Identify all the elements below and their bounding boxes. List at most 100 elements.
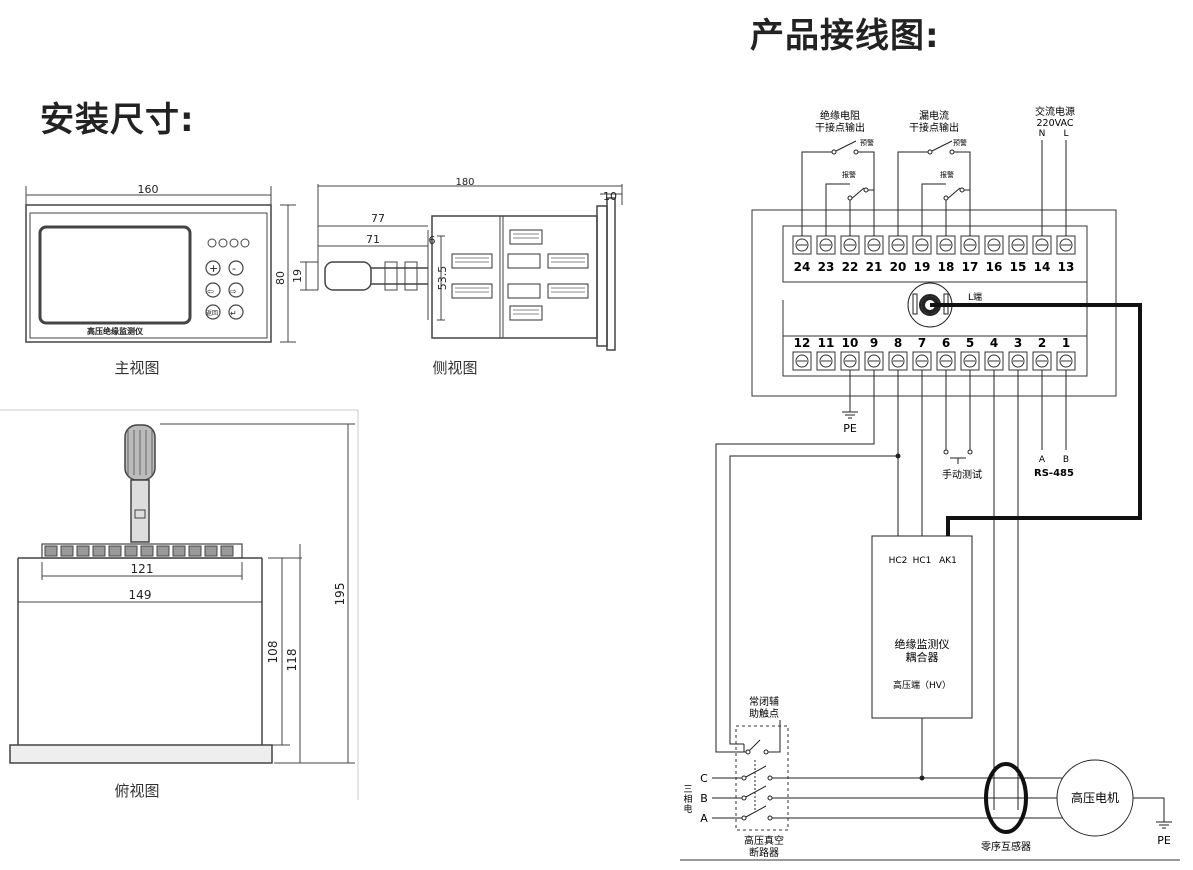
right-key-icon: ⇨ — [230, 287, 237, 296]
top-terminal-blocks — [44, 545, 234, 557]
terminal-19: 19 — [914, 260, 931, 274]
aux-contact-label-1: 常闭辅 — [749, 695, 779, 708]
breaker-contacts — [741, 720, 781, 821]
side-53-dim: 53.5 — [436, 266, 449, 291]
terminal-15: 15 — [1010, 260, 1027, 274]
coupler-pin-ak1: AK1 — [939, 556, 957, 566]
manual-test-label: 手动测试 — [942, 468, 982, 481]
terminal-16: 16 — [986, 260, 1003, 274]
terminal-9: 9 — [870, 336, 878, 350]
coupler-box — [871, 535, 973, 719]
side-71-dim: 71 — [366, 233, 380, 246]
terminal-7: 7 — [918, 336, 926, 350]
pe-ground-1 — [842, 370, 858, 419]
plus-key-icon: + — [209, 262, 218, 275]
three-phase-label-3: 电 — [683, 803, 692, 815]
top-118-dim: 118 — [285, 649, 299, 672]
top-149-dim: 149 — [129, 588, 152, 602]
terminal-22: 22 — [842, 260, 859, 274]
side-10-dim: 10 — [603, 190, 617, 203]
terminal-10: 10 — [842, 336, 859, 350]
side-19-dim: 19 — [291, 269, 304, 283]
wiring-frame — [680, 209, 1180, 861]
wiring-diagram-heading: 产品接线图: — [750, 16, 940, 56]
top-view — [0, 409, 359, 800]
side-top-dim: 180 — [455, 177, 474, 188]
insulation-output-label-2: 干接点输出 — [815, 121, 865, 134]
relay-contacts — [801, 140, 1067, 236]
leakage-output-label-1: 漏电流 — [919, 109, 949, 122]
top-terminal-strip — [792, 235, 1076, 255]
rs485-label: RS-485 — [1034, 468, 1074, 479]
aux-contact-label-2: 助触点 — [749, 707, 779, 720]
terminal-1: 1 — [1062, 336, 1070, 350]
zero-sequence-ct — [984, 762, 1028, 834]
l-wire — [930, 303, 1142, 536]
coupler-title-2: 耦合器 — [906, 650, 939, 664]
terminal-8: 8 — [894, 336, 902, 350]
zct-label: 零序互感器 — [981, 840, 1031, 853]
coupler-pin-hc2: HC2 — [889, 556, 908, 566]
power-label-1: 交流电源 — [1035, 105, 1075, 118]
power-n-label: N — [1039, 129, 1046, 139]
terminal-12: 12 — [794, 336, 811, 350]
terminal-23: 23 — [818, 260, 835, 274]
terminal-3: 3 — [1014, 336, 1022, 350]
phase-a-label: A — [700, 812, 708, 825]
terminal-4: 4 — [990, 336, 998, 350]
three-phase-label-1: 三 — [683, 785, 692, 795]
terminal-24: 24 — [794, 260, 811, 274]
front-view — [25, 186, 296, 343]
terminal-6: 6 — [942, 336, 950, 350]
phase-b-label: B — [700, 792, 708, 805]
side-77-dim: 77 — [371, 212, 385, 225]
phase-lines — [712, 777, 1064, 819]
leakage-output-label-2: 干接点输出 — [909, 121, 959, 134]
power-l-label: L — [1063, 129, 1068, 139]
minus-key-icon: - — [232, 262, 236, 275]
top-121-dim: 121 — [131, 562, 154, 576]
top-108-dim: 108 — [266, 641, 280, 664]
manual-test-switch — [943, 370, 973, 464]
pe-label-2: PE — [1157, 834, 1171, 847]
terminal-17: 17 — [962, 260, 979, 274]
warn-label-1: 预警 — [860, 138, 874, 147]
alarm-label-1: 报警 — [842, 170, 856, 179]
alarm-label-2: 报警 — [940, 170, 954, 179]
motor-label: 高压电机 — [1071, 790, 1119, 805]
breaker-label-1: 高压真空 — [744, 834, 784, 847]
terminal-13: 13 — [1058, 260, 1075, 274]
three-phase-label-2: 相 — [683, 793, 692, 805]
front-view-caption: 主视图 — [114, 359, 159, 377]
front-width-dim: 160 — [138, 183, 159, 196]
side-view — [300, 184, 623, 351]
side-6-dim: 6 — [429, 234, 436, 247]
front-model-label: 高压绝缘监测仪 — [87, 326, 144, 336]
terminal-21: 21 — [866, 260, 883, 274]
coupler-pin-hc1: HC1 — [913, 556, 932, 566]
phase-c-label: C — [700, 772, 708, 785]
enter-key-icon: ↵ — [230, 309, 237, 318]
left-key-icon: ⇦ — [207, 287, 214, 296]
front-height-dim: 80 — [274, 271, 287, 285]
warn-label-2: 预警 — [953, 138, 967, 147]
terminal-11: 11 — [818, 336, 835, 350]
signal-wires — [715, 370, 1019, 810]
bottom-terminal-strip — [792, 351, 1076, 371]
junction-dot-1 — [895, 453, 901, 459]
install-size-heading: 安装尺寸: — [40, 100, 195, 140]
rs485-wires — [1041, 370, 1067, 450]
power-label-2: 220VAC — [1037, 118, 1074, 129]
terminal-20: 20 — [890, 260, 907, 274]
terminal-18: 18 — [938, 260, 955, 274]
top-view-caption: 俯视图 — [114, 782, 159, 800]
side-vents — [451, 229, 589, 321]
terminal-14: 14 — [1034, 260, 1051, 274]
top-195-dim: 195 — [333, 583, 347, 606]
terminal-5: 5 — [966, 336, 974, 350]
pe-ground-2 — [1133, 797, 1172, 829]
l-end-label: L端 — [968, 291, 982, 303]
insulation-output-label-1: 绝缘电阻 — [820, 109, 860, 122]
coupler-hv-label: 高压端（HV） — [893, 679, 951, 691]
